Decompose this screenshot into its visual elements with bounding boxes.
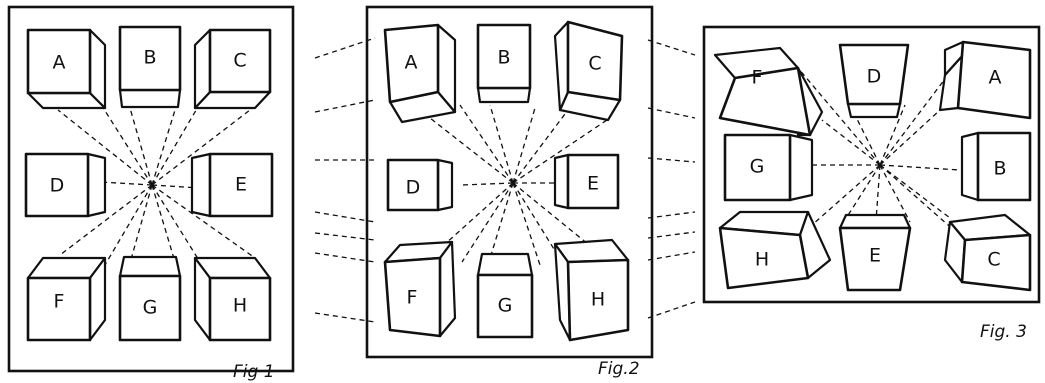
cube-label: G	[498, 295, 513, 317]
cube-label: C	[233, 50, 246, 72]
figure-3-frame	[702, 25, 1041, 304]
cube: C	[943, 213, 1032, 292]
cube-label: F	[54, 291, 65, 313]
cube: H	[718, 210, 832, 290]
cube: A	[383, 23, 457, 124]
cube-label: F	[407, 287, 418, 309]
cube: E	[190, 152, 274, 218]
cube: D	[386, 158, 454, 212]
cube-label: H	[233, 295, 247, 317]
cube: G	[118, 255, 182, 342]
cube-label: D	[50, 175, 65, 197]
cube: G	[723, 133, 814, 202]
figure-2-caption: Fig.2	[598, 359, 640, 379]
cube-label: E	[235, 174, 247, 196]
cube: D	[838, 43, 910, 119]
figure-3-caption: Fig. 3	[980, 322, 1027, 342]
figure-1-frame	[7, 5, 295, 373]
cube: G	[476, 252, 534, 339]
cube: D	[24, 152, 107, 218]
cube-label: E	[587, 173, 599, 195]
cube: A	[26, 28, 107, 110]
cube-label: G	[143, 297, 158, 319]
cube-label: E	[869, 245, 881, 267]
cube-label: H	[755, 249, 769, 271]
figure-1-caption: Fig 1	[233, 362, 275, 382]
cube: H	[193, 256, 272, 342]
cube: B	[476, 23, 532, 104]
cube: B	[960, 131, 1032, 202]
figure-2-frame	[365, 5, 654, 359]
cube-label: A	[989, 67, 1002, 89]
cube-label: H	[591, 289, 605, 311]
cube-label: B	[143, 47, 156, 69]
cube-label: D	[406, 177, 421, 199]
cube-label: C	[987, 249, 1000, 271]
cube: C	[193, 28, 272, 110]
cube: A	[938, 40, 1032, 120]
cube-label: A	[405, 52, 418, 74]
cube: F	[383, 240, 457, 338]
cube: E	[553, 153, 620, 210]
cube-label: C	[588, 53, 601, 75]
cube: H	[553, 238, 630, 342]
cube: F	[26, 256, 107, 342]
cube-label: B	[993, 158, 1006, 180]
figure-1: A B C D E F	[7, 5, 295, 382]
cube: C	[553, 20, 624, 122]
figure-2-perspective-lines	[424, 104, 611, 266]
cube-label: F	[752, 67, 763, 89]
cube: B	[118, 25, 182, 109]
cube: E	[838, 213, 912, 292]
figure-2: A B C D E F	[365, 5, 654, 379]
cube-label: G	[750, 156, 765, 178]
figure-3: F D A G B H	[702, 25, 1041, 342]
cube: F	[713, 46, 824, 137]
projection-lines	[314, 37, 696, 323]
cube-label: D	[867, 66, 882, 88]
cube-label: A	[53, 52, 66, 74]
figure-3-perspective-lines	[797, 54, 966, 241]
cube-label: B	[497, 47, 510, 69]
